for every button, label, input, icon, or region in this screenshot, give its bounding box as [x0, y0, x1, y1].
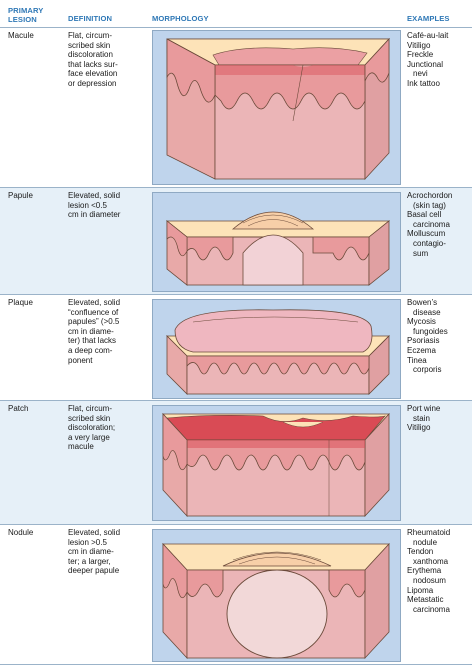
example-item: Tendon [407, 547, 434, 557]
lesion-name: Patch [8, 404, 29, 413]
definition-line: discoloration [68, 50, 113, 60]
example-item: corporis [413, 365, 442, 375]
example-item: Eczema [407, 345, 436, 355]
example-item: (skin tag) [413, 200, 446, 210]
definition-line: ter; a larger, [68, 556, 111, 566]
lesion-definition: Elevated, solid “confluence of papules” … [68, 298, 148, 365]
example-item: Mycosis [407, 317, 436, 327]
definition-line: cm in diame- [68, 326, 114, 336]
example-item: Erythema [407, 566, 442, 576]
lesion-definition: Flat, circum- scribed skin discoloration… [68, 31, 148, 89]
example-item: Metastatic [407, 595, 444, 605]
table-row-plaque: Plaque Elevated, solid “confluence of pa… [0, 294, 472, 401]
definition-line: Elevated, solid [68, 528, 121, 537]
lesion-name: Nodule [8, 528, 34, 537]
lesion-examples: Rheumatoid nodule Tendon xanthoma Erythe… [407, 528, 469, 614]
table-row-patch: Patch Flat, circum- scribed skin discolo… [0, 400, 472, 525]
example-item: disease [413, 307, 441, 317]
table-header: PRIMARY LESION DEFINITION MORPHOLOGY EXA… [0, 0, 472, 27]
example-item: Psoriasis [407, 336, 440, 346]
definition-line: lesion >0.5 [68, 537, 107, 547]
example-item: contagio- [413, 238, 446, 248]
example-item: Junctional [407, 59, 444, 69]
example-item: nevi [413, 69, 428, 79]
definition-line: macule [68, 442, 94, 452]
definition-line: lesion <0.5 [68, 200, 107, 210]
example-item: nodule [413, 537, 438, 547]
lesion-examples: Port wine stain Vitiligo [407, 404, 469, 433]
header-morphology: MORPHOLOGY [152, 14, 209, 23]
example-item: Bowen’s [407, 298, 438, 307]
lesion-definition: Elevated, solid lesion <0.5 cm in diamet… [68, 191, 148, 220]
example-item: Vitiligo [407, 40, 431, 50]
example-item: xanthoma [413, 556, 449, 566]
lesion-definition: Elevated, solid lesion >0.5 cm in diame-… [68, 528, 148, 576]
definition-line: cm in diameter [68, 210, 121, 220]
morphology-illustration-patch [152, 405, 401, 521]
definition-line: Elevated, solid [68, 191, 121, 200]
definition-line: a deep com- [68, 345, 113, 355]
example-item: Freckle [407, 50, 434, 60]
example-item: Acrochordon [407, 191, 453, 200]
header-examples: EXAMPLES [407, 14, 450, 23]
example-item: fungoides [413, 326, 448, 336]
definition-line: cm in diame- [68, 547, 114, 557]
lesion-name: Macule [8, 31, 34, 40]
example-item: Vitiligo [407, 423, 431, 433]
header-definition: DEFINITION [68, 14, 113, 23]
example-item: Rheumatoid [407, 528, 451, 537]
example-item: Ink tattoo [407, 78, 440, 88]
definition-line: “confluence of [68, 307, 119, 317]
header-primary-lesion: PRIMARY LESION [8, 6, 44, 24]
definition-line: ter) that lacks [68, 336, 117, 346]
example-item: nodosum [413, 575, 446, 585]
definition-line: scribed skin [68, 413, 111, 423]
definition-line: deeper papule [68, 566, 120, 576]
morphology-illustration-nodule [152, 529, 401, 662]
lesion-name: Plaque [8, 298, 33, 307]
example-item: stain [413, 413, 430, 423]
definition-line: ponent [68, 355, 93, 365]
table-row-nodule: Nodule Elevated, solid lesion >0.5 cm in… [0, 524, 472, 665]
definition-line: discoloration; [68, 423, 116, 433]
example-item: Molluscum [407, 229, 446, 239]
definition-line: Elevated, solid [68, 298, 121, 307]
example-item: Lipoma [407, 585, 434, 595]
definition-line: scribed skin [68, 40, 111, 50]
example-item: carcinoma [413, 219, 450, 229]
table-row-macule: Macule Flat, circum- scribed skin discol… [0, 27, 472, 188]
example-item: Port wine [407, 404, 441, 413]
example-item: sum [413, 248, 429, 258]
morphology-illustration-papule [152, 192, 401, 292]
lesion-definition: Flat, circum- scribed skin discoloration… [68, 404, 148, 452]
example-item: Tinea [407, 355, 427, 365]
definition-line: or depression [68, 78, 117, 88]
morphology-illustration-plaque [152, 299, 401, 399]
example-item: carcinoma [413, 604, 450, 614]
definition-line: face elevation [68, 69, 118, 79]
lesion-examples: Café-au-lait Vitiligo Freckle Junctional… [407, 31, 469, 89]
definition-line: that lacks sur- [68, 59, 118, 69]
definition-line: Flat, circum- [68, 31, 112, 40]
example-item: Café-au-lait [407, 31, 449, 40]
lesion-examples: Bowen’s disease Mycosis fungoides Psoria… [407, 298, 469, 375]
table-row-papule: Papule Elevated, solid lesion <0.5 cm in… [0, 187, 472, 295]
example-item: Basal cell [407, 210, 442, 220]
lesion-examples: Acrochordon (skin tag) Basal cell carcin… [407, 191, 469, 258]
morphology-illustration-macule [152, 30, 401, 185]
lesion-name: Papule [8, 191, 33, 200]
definition-line: papules” (>0.5 [68, 317, 120, 327]
definition-line: Flat, circum- [68, 404, 112, 413]
definition-line: a very large [68, 432, 110, 442]
